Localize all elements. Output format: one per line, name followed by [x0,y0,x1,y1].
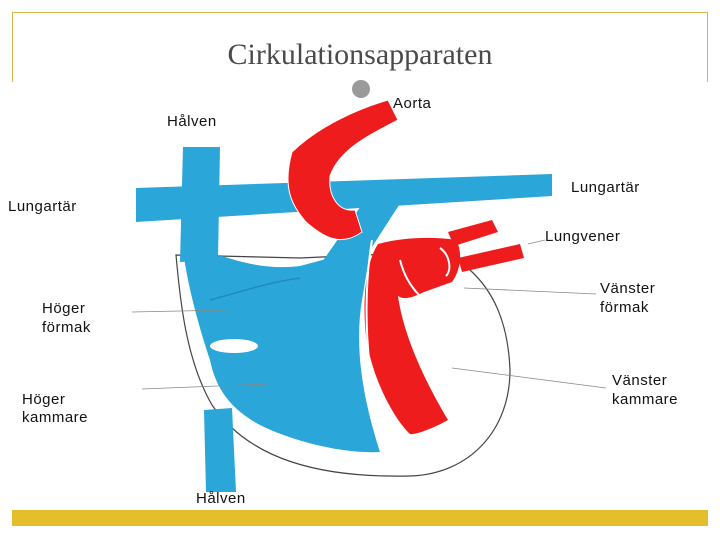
label-hoger-kammare-line2: kammare [22,409,88,426]
leader-vanster-formak [463,287,597,295]
title-decoration-circle [352,80,370,98]
valve-right [439,247,451,277]
label-hoger-formak-line1: Höger [42,300,85,317]
label-halven-top: Hålven [167,113,217,130]
frame-right-border [707,12,708,82]
frame-left-border [12,12,13,82]
slide-bottom-bar [12,510,708,526]
aorta-arch [287,99,399,241]
label-vanster-kammare-line1: Vänster [612,372,667,389]
tricuspid-detail [210,339,258,353]
atrioventricular-line [209,277,301,301]
septum-line [365,239,383,441]
inferior-vena-cava [204,408,236,492]
label-vanster-formak-line1: Vänster [600,280,655,297]
leader-hoger-kammare [141,383,269,390]
left-atrium-ventricle [364,237,461,435]
label-vanster-kammare-line2: kammare [612,391,678,408]
pulmonary-vein-upper [448,220,498,246]
pulmonary-artery-trunk [136,174,552,222]
pulmonary-vein-lower [458,244,524,272]
label-lungartar-left: Lungartär [8,198,77,215]
slide-title: Cirkulationsapparaten [227,38,493,71]
superior-vena-cava [180,147,220,262]
label-hoger-formak-line2: förmak [42,319,91,336]
heart-diagram: Aorta Hålven Lungartär Lungartär Lungven… [8,95,678,507]
leader-vanster-kammare [451,367,607,389]
pulmonary-artery-stem [320,188,410,268]
label-lungvener: Lungvener [545,228,620,245]
label-lungartar-right: Lungartär [571,179,640,196]
label-halven-bottom: Hålven [196,490,246,507]
label-aorta: Aorta [393,95,432,112]
leader-lungvener [527,239,546,245]
valve-left [399,259,421,297]
frame-top-border [12,12,708,13]
leader-hoger-formak [131,309,229,313]
label-hoger-kammare-line1: Höger [22,391,65,408]
label-vanster-formak-line2: förmak [600,299,649,316]
